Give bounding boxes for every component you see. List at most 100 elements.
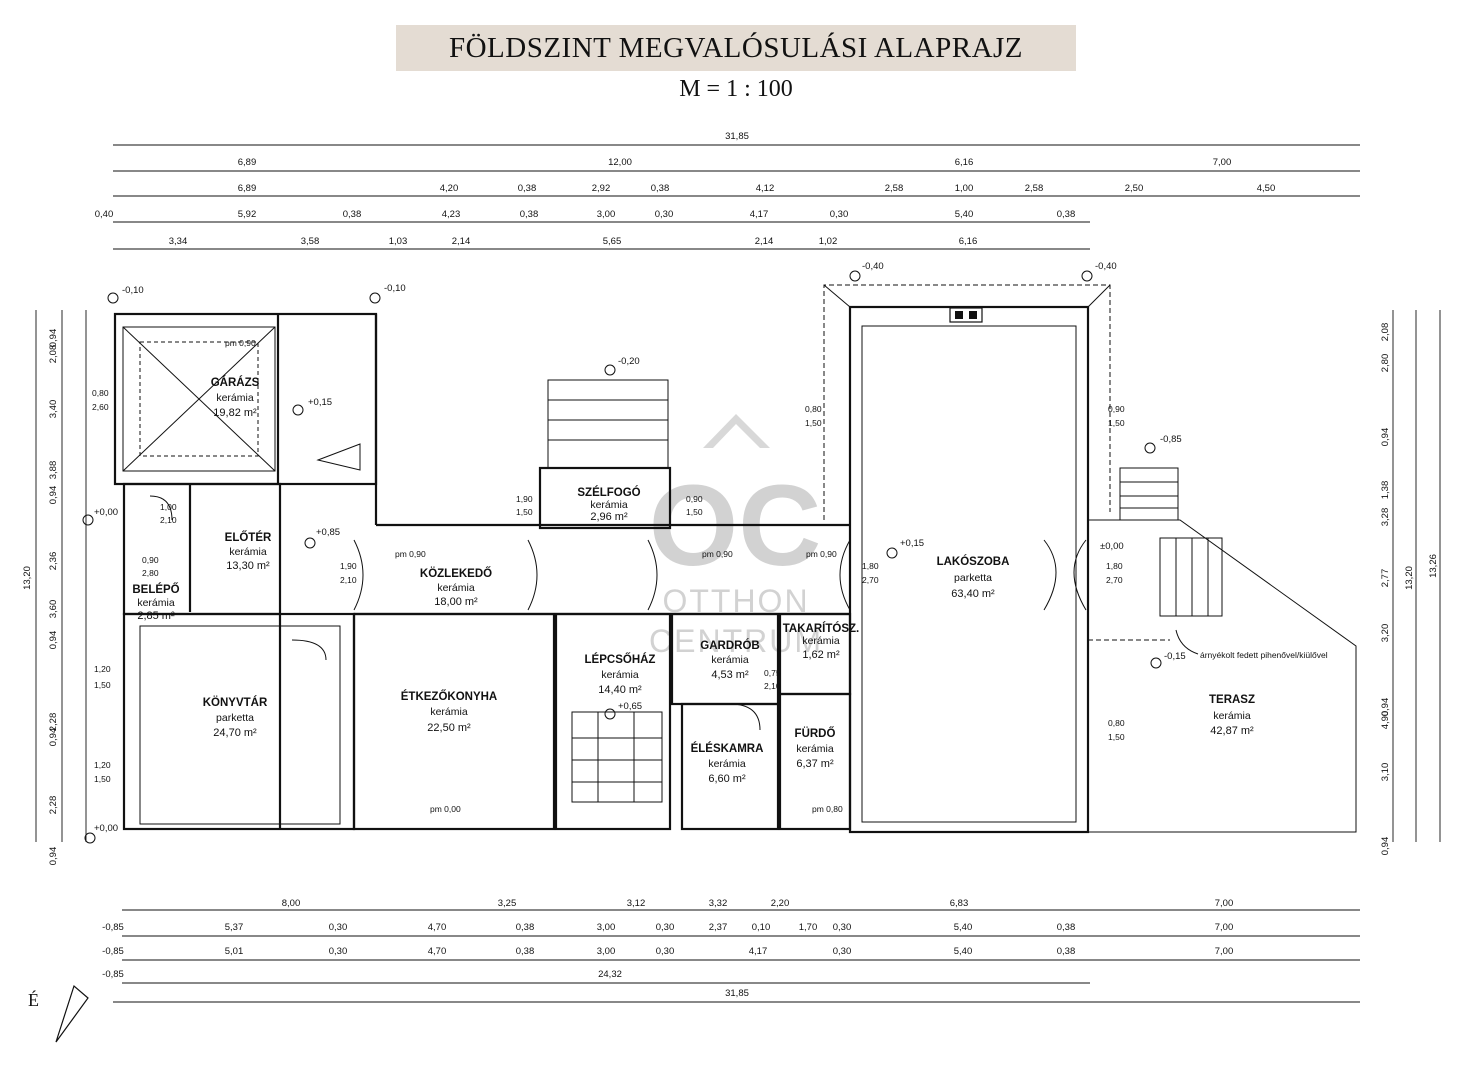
svg-text:2,60: 2,60 bbox=[92, 402, 109, 412]
svg-text:pm 0,80: pm 0,80 bbox=[812, 804, 843, 814]
svg-text:1,90: 1,90 bbox=[340, 561, 357, 571]
svg-text:14,40 m²: 14,40 m² bbox=[598, 684, 642, 696]
dimension-label: 1,02 bbox=[819, 236, 838, 247]
dimension-label: 0,38 bbox=[520, 209, 539, 220]
level-label: -0,85 bbox=[1160, 434, 1182, 445]
svg-text:0,90: 0,90 bbox=[142, 555, 159, 565]
dimension-label: 0,94 bbox=[1380, 428, 1391, 447]
dimension-label: 3,12 bbox=[627, 898, 646, 909]
dimension-label: 0,40 bbox=[95, 209, 114, 220]
svg-text:KÖZLEKEDŐ: KÖZLEKEDŐ bbox=[420, 567, 492, 580]
dimension-label: 2,08 bbox=[48, 345, 59, 364]
svg-text:0,80: 0,80 bbox=[1108, 718, 1125, 728]
level-label: -0,40 bbox=[862, 261, 884, 272]
dimension-label: 0,38 bbox=[516, 922, 535, 933]
dimension-label: 13,20 bbox=[22, 566, 33, 590]
svg-text:24,70 m²: 24,70 m² bbox=[213, 727, 257, 739]
svg-text:pm 0,90: pm 0,90 bbox=[806, 549, 837, 559]
level-markers: -0,10 -0,10 -0,20 -0,40 -0,40 +0,15 +0,0… bbox=[82, 261, 1186, 844]
svg-text:kerámia: kerámia bbox=[229, 546, 267, 558]
dimension-label: 2,80 bbox=[1380, 354, 1391, 373]
north-label: É bbox=[28, 989, 39, 1010]
dimension-label: 3,20 bbox=[1380, 624, 1391, 643]
dimension-label: 5,01 bbox=[225, 946, 244, 957]
svg-text:kerámia: kerámia bbox=[708, 758, 746, 770]
dimension-label: 4,17 bbox=[750, 209, 769, 220]
dimension-label: 0,30 bbox=[833, 946, 852, 957]
dimension-label: 3,60 bbox=[48, 600, 59, 619]
dimension-label: 2,28 bbox=[48, 796, 59, 815]
dimension-label: 0,38 bbox=[518, 183, 537, 194]
dimension-label: 6,16 bbox=[955, 157, 974, 168]
level-label: +0,15 bbox=[900, 538, 924, 549]
dimension-label: 0,30 bbox=[830, 209, 849, 220]
svg-text:kerámia: kerámia bbox=[802, 635, 840, 647]
page-title: FÖLDSZINT MEGVALÓSULÁSI ALAPRAJZ bbox=[448, 31, 1024, 64]
dimension-label: 2,14 bbox=[755, 236, 774, 247]
dimension-label: 0,94 bbox=[48, 847, 59, 866]
dimension-label: 31,85 bbox=[725, 131, 749, 142]
level-label: -0,40 bbox=[1095, 261, 1117, 272]
level-label: -0,10 bbox=[384, 283, 406, 294]
dimension-label: 2,14 bbox=[452, 236, 471, 247]
svg-text:13,30 m²: 13,30 m² bbox=[226, 560, 270, 572]
dimension-label: 0,94 bbox=[48, 728, 59, 747]
svg-text:kerámia: kerámia bbox=[601, 669, 639, 681]
dimension-label: 4,17 bbox=[749, 946, 768, 957]
dimension-lines-top bbox=[35, 144, 1441, 1003]
dimension-label: -0,85 bbox=[102, 969, 124, 980]
svg-text:2,10: 2,10 bbox=[340, 575, 357, 585]
svg-text:kerámia: kerámia bbox=[137, 597, 175, 609]
dimension-label: 0,94 bbox=[1380, 698, 1391, 717]
svg-text:kerámia: kerámia bbox=[216, 392, 254, 404]
svg-text:42,87 m²: 42,87 m² bbox=[1210, 725, 1254, 737]
svg-text:1,50: 1,50 bbox=[94, 774, 111, 784]
svg-text:2,80: 2,80 bbox=[142, 568, 159, 578]
level-label: +0,15 bbox=[308, 397, 332, 408]
dimension-label: 5,92 bbox=[238, 209, 257, 220]
level-label: -0,10 bbox=[122, 285, 144, 296]
dimension-label: 4,23 bbox=[442, 209, 461, 220]
svg-text:TAKARÍTÓSZ.: TAKARÍTÓSZ. bbox=[783, 622, 859, 635]
svg-text:2,85 m²: 2,85 m² bbox=[137, 610, 175, 622]
scale-label: M = 1 : 100 bbox=[679, 76, 793, 102]
dimension-label: 0,94 bbox=[48, 329, 59, 348]
svg-text:GARDRÓB: GARDRÓB bbox=[700, 639, 759, 652]
svg-text:LÉPCSŐHÁZ: LÉPCSŐHÁZ bbox=[585, 653, 656, 666]
svg-text:ELŐTÉR: ELŐTÉR bbox=[225, 531, 272, 544]
dimension-label: 1,38 bbox=[1380, 481, 1391, 500]
svg-text:0,80: 0,80 bbox=[92, 388, 109, 398]
level-label: ±0,00 bbox=[1100, 541, 1124, 552]
svg-text:6,37 m²: 6,37 m² bbox=[796, 758, 834, 770]
dimension-label: 5,37 bbox=[225, 922, 244, 933]
dimension-label: 3,00 bbox=[597, 922, 616, 933]
opening-labels: pm 0,90 0,80 2,60 1,00 2,10 0,90 2,80 0,… bbox=[92, 338, 1125, 814]
dimension-label: 13,20 bbox=[1404, 566, 1415, 590]
dimension-label: 2,20 bbox=[771, 898, 790, 909]
dimension-label: 2,36 bbox=[48, 552, 59, 571]
dimension-label: 5,40 bbox=[955, 209, 974, 220]
room-lepcsohaz: LÉPCSŐHÁZ kerámia 14,40 m² bbox=[585, 653, 656, 696]
level-label: +0,00 bbox=[94, 823, 118, 834]
dimension-label: 3,25 bbox=[498, 898, 517, 909]
svg-text:kerámia: kerámia bbox=[437, 582, 475, 594]
terrace-note: árnyékolt fedett pihenővel/kiülővel bbox=[1200, 650, 1328, 660]
dimension-label: 4,70 bbox=[428, 922, 447, 933]
dimension-label: 0,94 bbox=[1380, 837, 1391, 856]
svg-text:2,10: 2,10 bbox=[764, 681, 781, 691]
dimension-label: 5,40 bbox=[954, 946, 973, 957]
svg-text:63,40 m²: 63,40 m² bbox=[951, 588, 995, 600]
svg-text:0,90: 0,90 bbox=[1108, 404, 1125, 414]
svg-text:ÉLÉSKAMRA: ÉLÉSKAMRA bbox=[691, 742, 764, 755]
room-eloter: ELŐTÉR kerámia 13,30 m² bbox=[225, 531, 272, 572]
svg-text:2,70: 2,70 bbox=[1106, 575, 1123, 585]
svg-text:FÜRDŐ: FÜRDŐ bbox=[795, 727, 836, 740]
dimension-labels-side: 0,942,083,403,880,942,363,600,942,280,94… bbox=[22, 323, 1439, 866]
dimension-label: 0,94 bbox=[48, 631, 59, 650]
